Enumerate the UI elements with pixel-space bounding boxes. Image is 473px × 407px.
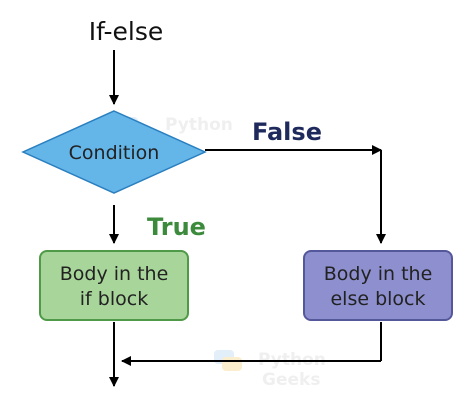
- if-block-line2: if block: [80, 288, 148, 310]
- true-label: True: [147, 213, 206, 241]
- else-block-box: [303, 250, 453, 321]
- if-block-box: [39, 250, 189, 321]
- watermark-logo-bottom: Python Geeks: [214, 350, 326, 390]
- diagram-title: If-else: [89, 17, 164, 46]
- condition-label: Condition: [69, 142, 160, 164]
- else-block-line1: Body in the: [324, 263, 433, 285]
- if-block-line1: Body in the: [60, 263, 169, 285]
- watermark-word-geeks-bottom: Geeks: [262, 370, 320, 390]
- false-label: False: [252, 118, 322, 146]
- watermark-word-python-top: Python: [165, 115, 233, 135]
- else-block-line2: else block: [330, 288, 425, 310]
- condition-diamond: [21, 110, 207, 194]
